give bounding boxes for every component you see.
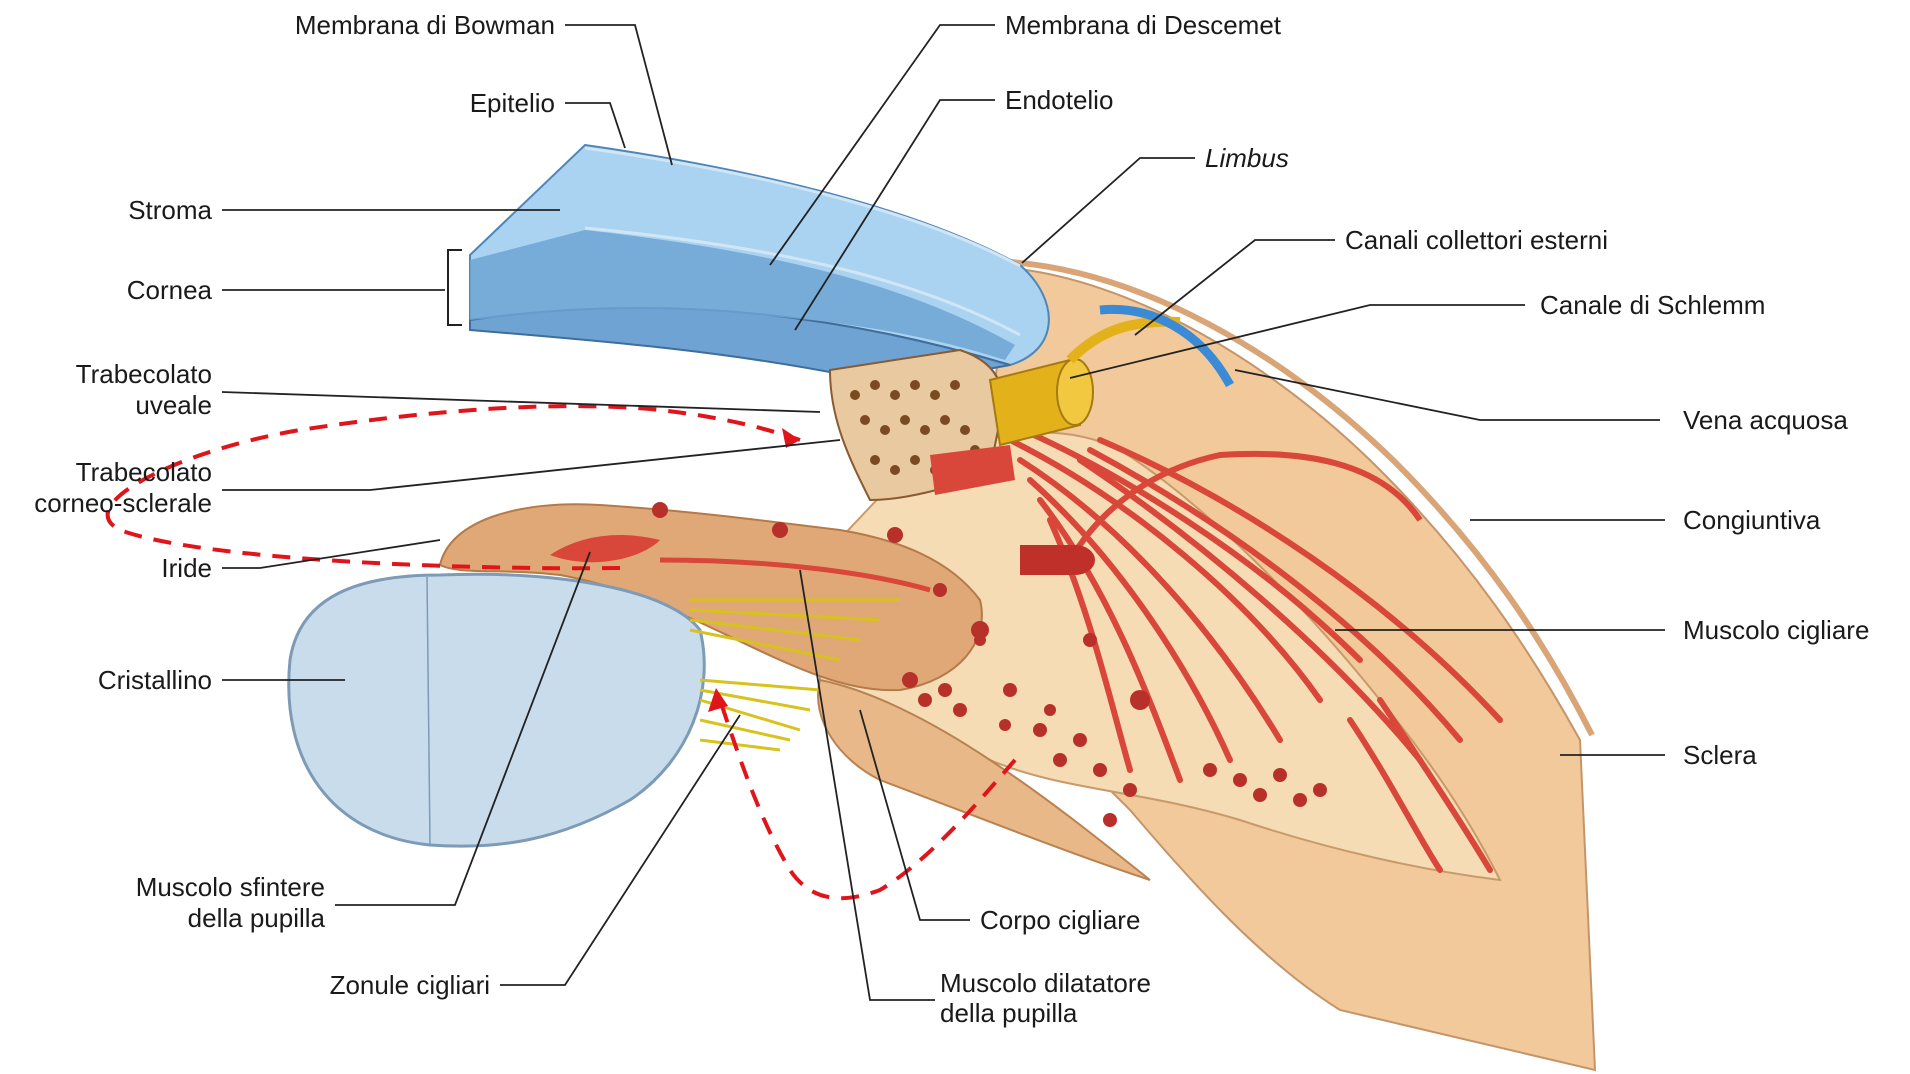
label-trabecolato-uveale-2: uveale — [135, 390, 212, 420]
label-cristallino: Cristallino — [98, 665, 212, 695]
label-schlemm: Canale di Schlemm — [1540, 290, 1765, 320]
label-sfintere-2: della pupilla — [188, 903, 326, 933]
label-canali-collettori: Canali collettori esterni — [1345, 225, 1608, 255]
label-cornea: Cornea — [127, 275, 213, 305]
anatomy-illustration — [289, 145, 1595, 1070]
label-limbus: Limbus — [1205, 143, 1289, 173]
label-trabecolato-cs-1: Trabecolato — [76, 457, 212, 487]
lens-shape — [289, 574, 705, 846]
label-epitelio: Epitelio — [470, 88, 555, 118]
label-sfintere-1: Muscolo sfintere — [136, 872, 325, 902]
label-vena-acquosa: Vena acquosa — [1683, 405, 1848, 435]
label-zonule: Zonule cigliari — [330, 970, 490, 1000]
label-descemet: Membrana di Descemet — [1005, 10, 1282, 40]
label-stroma: Stroma — [128, 195, 212, 225]
cornea-bracket — [448, 250, 462, 325]
label-trabecolato-cs-2: corneo-sclerale — [34, 488, 212, 518]
label-trabecolato-uveale-1: Trabecolato — [76, 359, 212, 389]
schlemm-canal-opening — [1057, 359, 1093, 425]
label-iride: Iride — [161, 553, 212, 583]
label-sclera: Sclera — [1683, 740, 1757, 770]
label-corpo-cigliare: Corpo cigliare — [980, 905, 1140, 935]
label-dilatatore-2: della pupilla — [940, 998, 1078, 1028]
label-congiuntiva: Congiuntiva — [1683, 505, 1821, 535]
label-membrana-bowman: Membrana di Bowman — [295, 10, 555, 40]
label-endotelio: Endotelio — [1005, 85, 1113, 115]
label-dilatatore-1: Muscolo dilatatore — [940, 968, 1151, 998]
label-muscolo-cigliare: Muscolo cigliare — [1683, 615, 1869, 645]
